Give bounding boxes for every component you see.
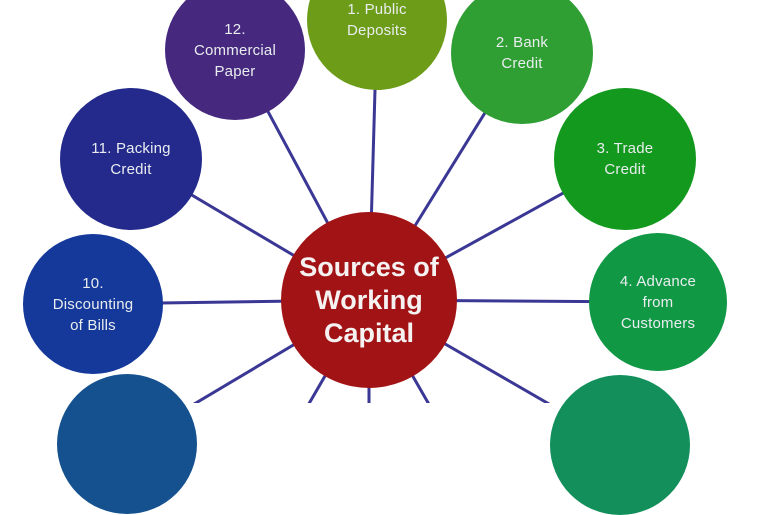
node-commercial-paper: 12. Commercial Paper [165,0,305,120]
node-trade-credit: 3. Trade Credit [554,88,696,230]
node-label: 10. Discounting of Bills [52,274,134,334]
node-advance-from-customers: 4. Advance from Customers [589,233,727,371]
node-label: 4. Advance from Customers [619,272,697,332]
node-label: 1. Public Deposits [347,1,407,39]
node-label: 12. Commercial Paper [193,20,276,80]
node-label: 3. Trade Credit [596,140,654,178]
hub-circle: Sources of Working Capital [281,212,457,388]
node-label: 2. Bank Credit [495,34,549,72]
diagram-canvas: 1. Public Deposits 2. Bank Credit 3. Tra… [23,0,727,515]
node-label: 11. Packing Credit [91,140,171,178]
node-discounting-of-bills: 10. Discounting of Bills [23,234,163,374]
node-partial-bottom-left [57,374,197,514]
node-bank-credit: 2. Bank Credit [451,0,593,124]
node-partial-bottom-right [550,375,690,515]
node-packing-credit: 11. Packing Credit [60,88,202,230]
hub-label: Sources of Working Capital [299,251,439,348]
